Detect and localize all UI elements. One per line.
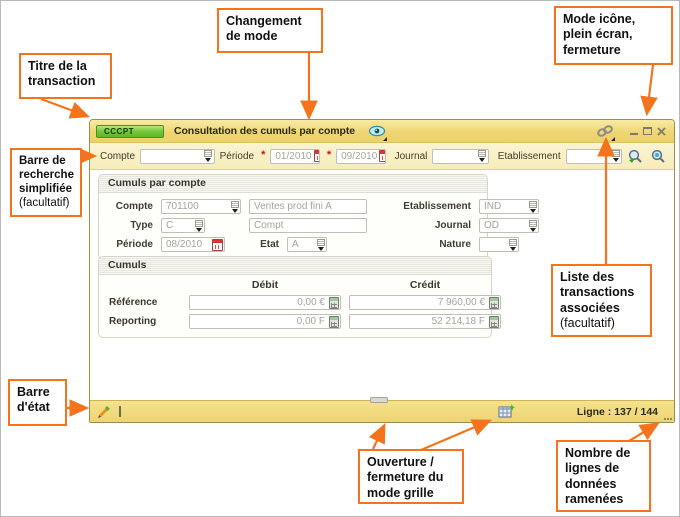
calendar-icon[interactable]: [313, 150, 319, 162]
callout-liste-transactions: Liste des transactions associées (facult…: [551, 264, 652, 337]
window-content: Cumuls par compte Compte 701100 Ventes p…: [90, 170, 674, 400]
debit-column-header: Débit: [251, 279, 279, 291]
simplified-search-bar: Compte Période * 01/2010 * 09/2010 Journ…: [90, 143, 674, 170]
close-button[interactable]: [657, 126, 666, 136]
advanced-search-icon[interactable]: [650, 149, 666, 164]
callout-barre-recherche: Barre de recherche simplifiée (facultati…: [10, 148, 82, 217]
etablissement-label: Etablissement: [403, 201, 471, 212]
combo-selector-icon[interactable]: [194, 219, 203, 232]
nature-field[interactable]: [479, 237, 519, 252]
callout-mode-grille: Ouverture / fermeture du mode grille: [358, 449, 464, 504]
calculator-icon[interactable]: [489, 315, 499, 328]
grid-mode-toggle-icon[interactable]: [498, 404, 515, 418]
panel-cumuls-par-compte: Cumuls par compte Compte 701100 Ventes p…: [98, 174, 539, 260]
calculator-icon[interactable]: [329, 296, 339, 309]
mode-change-eye-icon[interactable]: [368, 125, 387, 141]
journal-field[interactable]: OD: [479, 218, 539, 233]
periode-label: Période: [116, 239, 153, 250]
combo-selector-icon[interactable]: [508, 238, 517, 251]
calendar-icon[interactable]: [212, 238, 223, 251]
run-search-icon[interactable]: [627, 149, 643, 164]
maximize-button[interactable]: [643, 127, 652, 135]
compte-field[interactable]: 701100: [161, 199, 241, 214]
calculator-icon[interactable]: [329, 315, 339, 328]
search-periode-from-field[interactable]: 01/2010: [270, 148, 320, 164]
search-compte-field[interactable]: [140, 148, 215, 164]
search-actions: [627, 149, 666, 164]
type-name-field[interactable]: Compt: [249, 218, 367, 233]
linked-transactions-icon[interactable]: [596, 124, 615, 141]
arrow-mode-grille-handle: [368, 423, 386, 450]
reference-debit-field[interactable]: 0,00 €: [189, 295, 341, 310]
calculator-icon[interactable]: [489, 296, 499, 309]
combo-selector-icon[interactable]: [204, 150, 213, 162]
combo-selector-icon[interactable]: [478, 150, 487, 162]
line-counter: Ligne : 137 / 144: [576, 405, 658, 418]
window-title: Consultation des cumuls par compte: [174, 125, 355, 137]
callout-titre-transaction: Titre de la transaction: [19, 53, 112, 99]
minimize-button[interactable]: [630, 127, 638, 135]
edit-pencil-icon: [96, 405, 111, 419]
nature-label: Nature: [439, 239, 471, 250]
resize-grip[interactable]: [664, 418, 672, 420]
panel-cumuls: Cumuls Débit Crédit Référence 0,00 € 7 9…: [98, 256, 501, 338]
callout-changement-mode: Changement de mode: [217, 8, 323, 53]
search-compte-label: Compte: [100, 150, 136, 162]
window-titlebar: CCCPT Consultation des cumuls par compte: [90, 120, 674, 143]
arrow-mode-grille-icon: [420, 419, 493, 452]
reference-row-label: Référence: [109, 297, 158, 308]
search-etablissement-label: Etablissement: [497, 150, 561, 162]
search-etablissement-field[interactable]: [565, 148, 623, 164]
required-asterisk: *: [326, 148, 332, 161]
arrow-titre-transaction: [40, 97, 91, 119]
type-field[interactable]: C: [161, 218, 205, 233]
dropdown-corner-icon: [611, 136, 615, 141]
panel-title: Cumuls par compte: [99, 175, 487, 193]
callout-mode-icone: Mode icône, plein écran, fermeture: [554, 6, 673, 65]
grid-splitter-handle[interactable]: [370, 397, 388, 403]
compte-name-field[interactable]: Ventes prod fini A: [249, 199, 367, 214]
callout-barre-etat: Barre d'état: [8, 379, 67, 426]
journal-label: Journal: [434, 220, 471, 231]
window-controls: [630, 126, 668, 136]
status-separator: [119, 406, 121, 417]
combo-selector-icon[interactable]: [316, 238, 325, 251]
combo-selector-icon[interactable]: [528, 200, 537, 213]
reporting-debit-field[interactable]: 0,00 F: [189, 314, 341, 329]
combo-selector-icon[interactable]: [230, 200, 239, 213]
reference-credit-field[interactable]: 7 960,00 €: [349, 295, 501, 310]
etablissement-field[interactable]: IND: [479, 199, 539, 214]
transaction-code-badge: CCCPT: [96, 124, 164, 138]
etat-field[interactable]: A: [287, 237, 327, 252]
type-label: Type: [130, 220, 153, 231]
combo-selector-icon[interactable]: [611, 150, 620, 162]
search-journal-label: Journal: [394, 150, 428, 162]
callout-nombre-lignes: Nombre de lignes de données ramenées: [556, 440, 651, 512]
reporting-row-label: Reporting: [109, 316, 157, 327]
search-periode-label: Période: [219, 150, 255, 162]
status-bar: Ligne : 137 / 144: [90, 397, 674, 422]
combo-selector-icon[interactable]: [528, 219, 537, 232]
panel-title: Cumuls: [99, 257, 491, 275]
arrow-nombre-lignes: [628, 422, 660, 442]
reporting-credit-field[interactable]: 52 214,18 F: [349, 314, 501, 329]
etat-label: Etat: [260, 239, 279, 250]
compte-label: Compte: [115, 201, 153, 212]
arrow-mode-icone: [640, 64, 658, 117]
required-asterisk: *: [261, 148, 266, 161]
search-journal-field[interactable]: [432, 148, 489, 164]
app-window: CCCPT Consultation des cumuls par compte: [89, 119, 675, 423]
calendar-icon[interactable]: [379, 150, 385, 162]
periode-field[interactable]: 08/2010: [161, 237, 225, 252]
search-periode-to-field[interactable]: 09/2010: [336, 148, 386, 164]
credit-column-header: Crédit: [409, 279, 441, 291]
dropdown-corner-icon: [382, 136, 387, 141]
